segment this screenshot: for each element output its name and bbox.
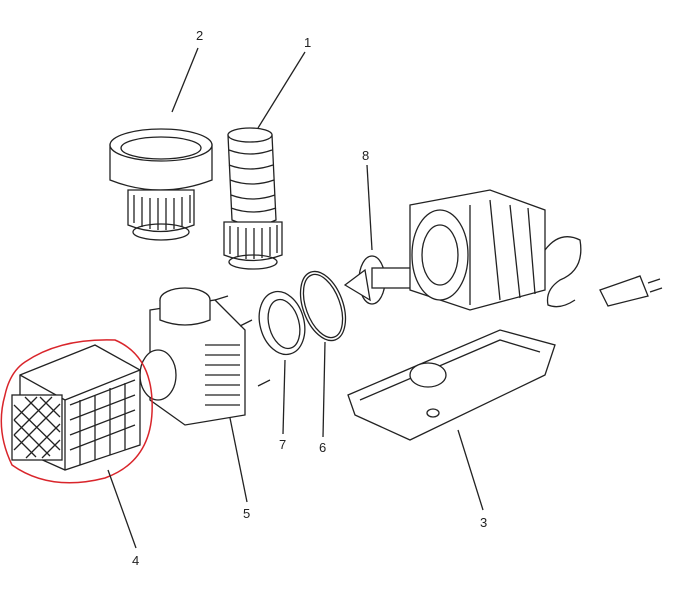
part-6-o-ring: [299, 270, 347, 342]
callout-3: 3: [480, 515, 487, 530]
part-1-hose-adapter: [223, 127, 283, 270]
callout-8: 8: [362, 148, 369, 163]
callout-1: 1: [304, 35, 311, 50]
callout-6: 6: [319, 440, 326, 455]
callout-4: 4: [132, 553, 139, 568]
highlight-outline: [0, 339, 153, 484]
callout-7: 7: [279, 437, 286, 452]
callout-2: 2: [196, 28, 203, 43]
motor-unit: [409, 189, 663, 311]
part-4-filter-cage: [11, 344, 141, 471]
leader-lines: [107, 47, 484, 549]
part-7-seal-ring: [258, 290, 306, 356]
part-5-pump-housing: [139, 287, 271, 426]
part-2-connector-cap: [109, 128, 213, 241]
part-3-base-plate: [347, 329, 556, 441]
callout-5: 5: [243, 506, 250, 521]
